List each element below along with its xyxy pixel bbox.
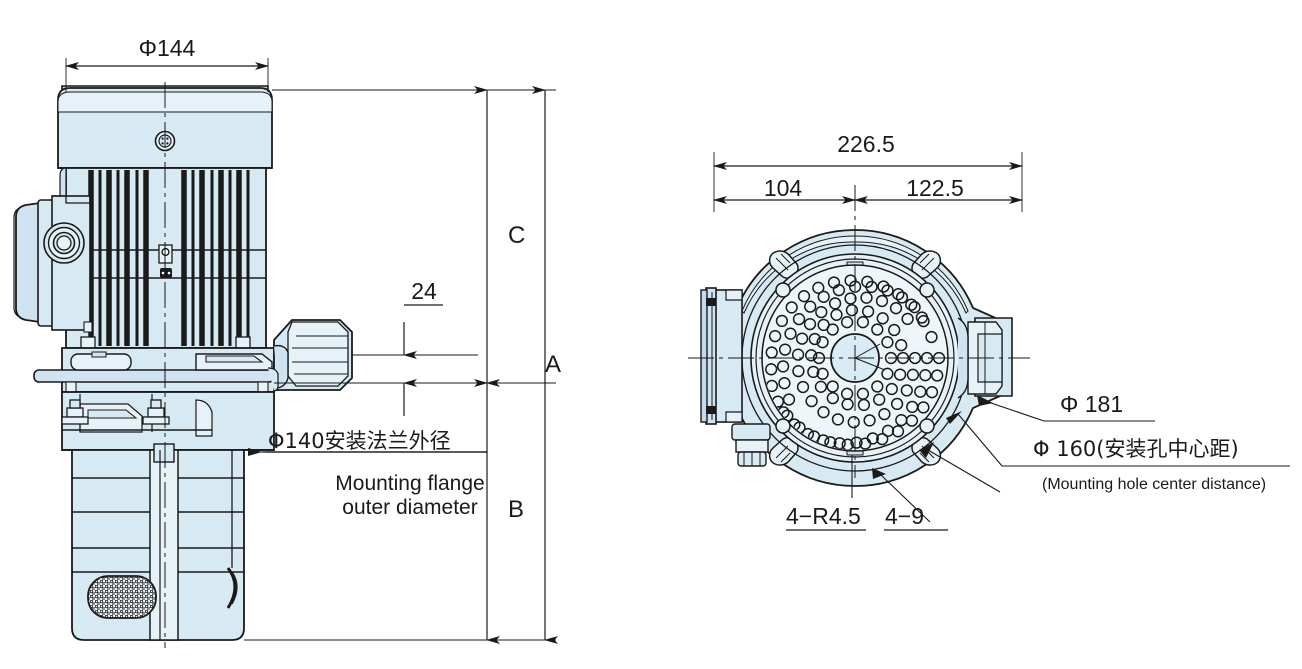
flange-bolt-icon: [61, 399, 89, 425]
note-flange-cn: Φ140安装法兰外径: [268, 429, 451, 453]
leader-4-9: [872, 442, 1001, 531]
flange-bolt-icon-2: [142, 399, 170, 425]
motor-finned-housing: [59, 167, 267, 350]
terminal-box: [13, 195, 93, 333]
right-view-text: 226.5 104 122.5 Φ 181 Φ 160(安装孔中心距) (Mou…: [764, 131, 1266, 529]
side-outlet-port: [267, 319, 353, 392]
label-24: 24: [411, 278, 437, 304]
label-4-9: 4−9: [885, 503, 924, 529]
cable-gland-plan-icon: [731, 423, 771, 467]
note-flange-en-line1: Mounting flange: [335, 472, 484, 495]
leader-r45: [786, 455, 866, 531]
leader-phi140: [248, 448, 487, 456]
note-flange-en-line2: outer diameter: [342, 496, 477, 519]
label-B: B: [508, 496, 524, 523]
lower-pump-body: [71, 443, 245, 641]
label-phi160-cn: Φ 160(安装孔中心距): [1033, 437, 1239, 461]
label-226-5: 226.5: [837, 131, 895, 157]
leader-phi160: [946, 411, 1290, 467]
right-view-geometry: [688, 152, 1030, 487]
leader-phi181: [977, 395, 1155, 422]
label-phi144: Φ144: [139, 35, 196, 61]
left-view-dimensions: [65, 62, 558, 644]
mounting-holes: [775, 282, 935, 434]
left-view-text: Φ144 24 C B A Φ140安装法兰外径 Mounting flange…: [139, 35, 561, 523]
label-122-5: 122.5: [906, 175, 964, 201]
cable-gland-icon: [43, 222, 85, 264]
label-phi160-en: (Mounting hole center distance): [1042, 476, 1266, 493]
label-C: C: [508, 222, 525, 249]
mounting-flange-plate: [33, 347, 275, 393]
inlet-screen: [87, 575, 157, 619]
inlet-flange-block: [700, 287, 743, 425]
left-view-geometry: [13, 58, 556, 648]
label-phi181: Φ 181: [1060, 391, 1123, 417]
label-A: A: [545, 351, 561, 378]
intermediate-housing: [61, 391, 275, 451]
label-104: 104: [764, 175, 803, 201]
label-4-r4-5: 4−R4.5: [786, 503, 861, 529]
right-view-dimensions: [713, 162, 1290, 531]
